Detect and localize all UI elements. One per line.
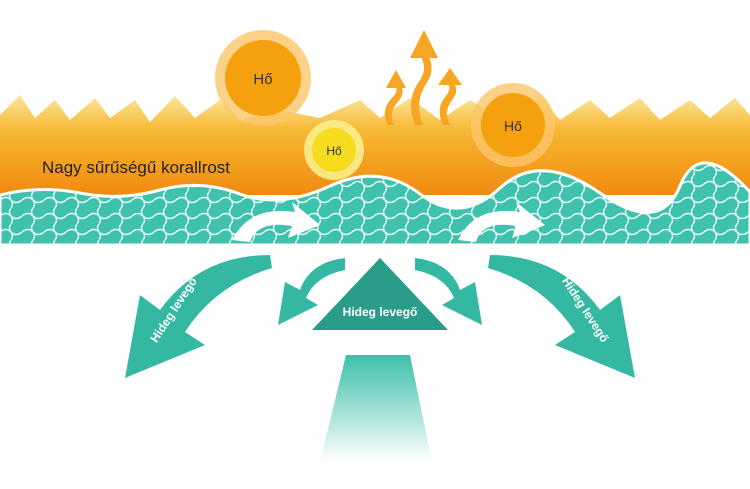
airflow-beam (320, 355, 432, 462)
base-layer (0, 161, 750, 247)
cold-air-arrow-far-right (488, 255, 635, 378)
heat-label: Hő (326, 144, 342, 158)
cold-air-arrow-inner-left (278, 258, 345, 325)
fiber-label: Nagy sűrűségű korallrost (42, 158, 230, 177)
cold-air-triangle (312, 258, 448, 330)
curved-arrow-left-icon (232, 202, 320, 242)
heat-circle-small: Hő (304, 120, 364, 180)
rising-heat-arrows (384, 30, 462, 125)
cold-air-arrow-inner-right (415, 258, 482, 325)
cold-air-label-center: Hideg levegő (343, 305, 418, 319)
heat-circle-big: Hő (215, 30, 311, 126)
cold-air-arrow-far-left (125, 255, 272, 378)
fiber-layer (0, 95, 750, 195)
heat-circle-right: Hő (471, 83, 555, 167)
heat-label: Hő (253, 71, 272, 88)
curved-arrow-right-icon (458, 202, 545, 242)
heat-label: Hő (504, 118, 522, 134)
